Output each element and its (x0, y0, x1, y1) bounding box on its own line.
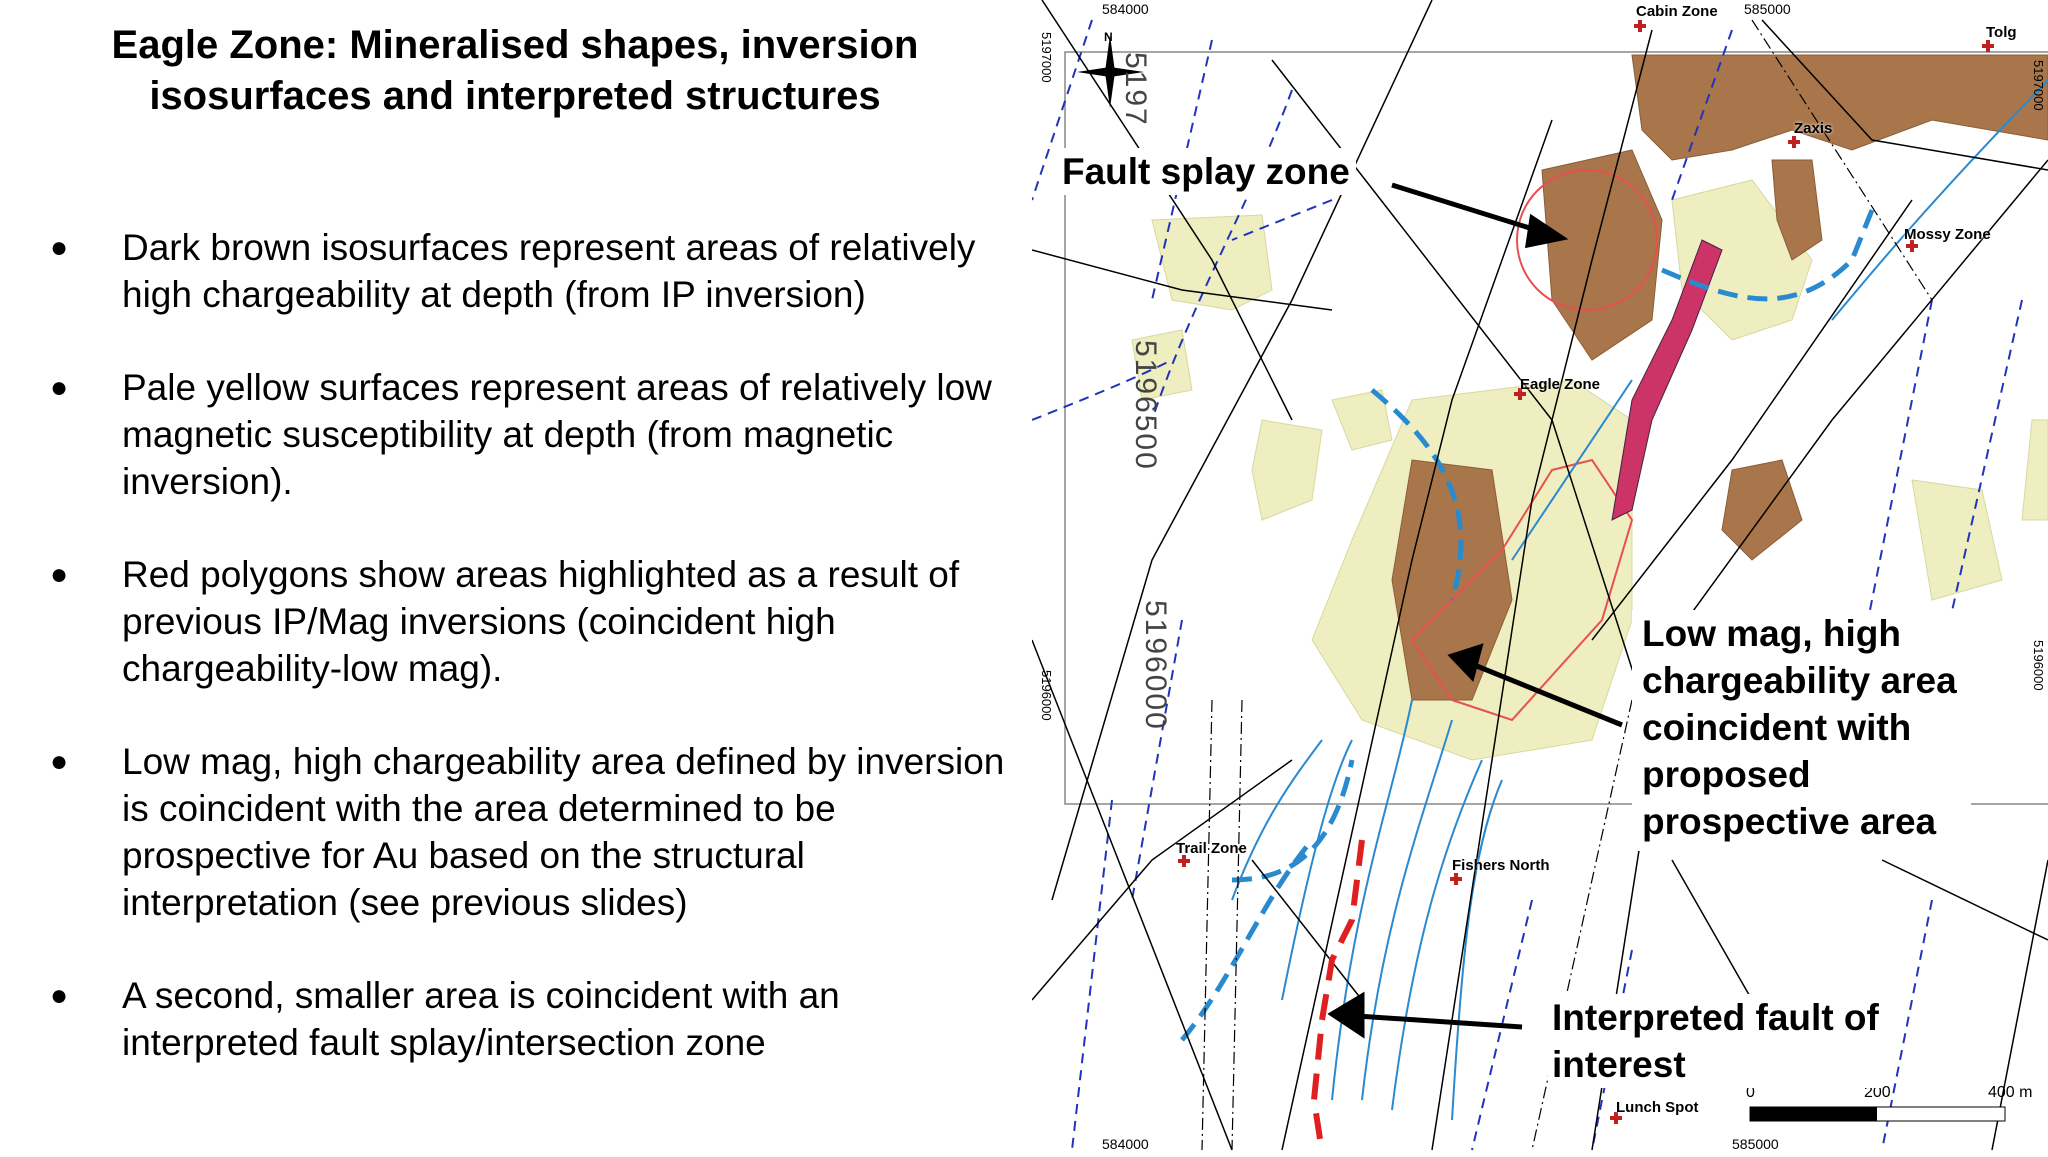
callout-line: proposed (1642, 754, 1811, 795)
bullet-item: ● A second, smaller area is coincident wi… (0, 972, 1020, 1066)
bullet-item: ● Low mag, high chargeability area define… (0, 738, 1020, 926)
geology-map: 584000 585000 584000 585000 5197000 5196… (1031, 0, 2048, 1153)
callout-arrows (1327, 182, 1623, 1039)
place-label: Mossy Zone (1904, 226, 1991, 243)
bullet-icon: ● (50, 371, 69, 404)
north-label: N (1104, 30, 1113, 44)
bullet-text: Dark brown isosurfaces represent areas o… (122, 227, 976, 315)
callout-line: Interpreted fault of (1552, 997, 1879, 1038)
place-marker-icons (1178, 20, 1994, 1124)
callout-line: coincident with (1642, 707, 1912, 748)
bullet-text: A second, smaller area is coincident wit… (122, 975, 840, 1063)
callout-line: prospective area (1642, 801, 1937, 842)
scale-label: 200 (1864, 1084, 1891, 1101)
scale-bar (1749, 1106, 2006, 1122)
place-label: Cabin Zone (1636, 3, 1718, 20)
easting-label: 585000 (1744, 1, 1791, 17)
place-label: Tolg (1986, 24, 2017, 41)
callout-fault-of-interest: Interpreted fault of interest (1548, 994, 1883, 1088)
bullet-icon: ● (50, 231, 69, 264)
northing-label: 5197000 (2031, 60, 2046, 111)
scale-label: 0 (1746, 1084, 1755, 1101)
red-polygon-north (1516, 169, 1658, 311)
place-label: Trail Zone (1176, 840, 1247, 857)
map-frame (1064, 51, 2048, 805)
bullet-item: ● Dark brown isosurfaces represent areas … (0, 224, 1020, 318)
northing-grid-text: 5196500 (1129, 340, 1162, 471)
place-label: Lunch Spot (1616, 1099, 1699, 1116)
callout-fault-splay: Fault splay zone (1056, 148, 1356, 195)
fault-lines (1031, 0, 2048, 1151)
bullet-item: ● Pale yellow surfaces represent areas of… (0, 364, 1020, 505)
easting-label: 585000 (1732, 1136, 1779, 1152)
north-arrow-icon (1077, 35, 1144, 108)
bullet-text: Pale yellow surfaces represent areas of … (122, 367, 992, 502)
blue-dashed-contours (1180, 209, 1875, 1042)
bullet-text: Red polygons show areas highlighted as a… (122, 554, 960, 689)
place-label: Eagle Zone (1520, 376, 1601, 393)
fold-axes (1201, 19, 1933, 1151)
bullet-icon: ● (50, 558, 69, 591)
northing-grid-text: 5197 (1119, 52, 1152, 127)
easting-label: 584000 (1102, 1136, 1149, 1152)
northing-label: 5196000 (2031, 640, 2046, 691)
callout-line: chargeability area (1642, 660, 1957, 701)
callout-line: interest (1552, 1044, 1686, 1085)
red-polygon-south (1410, 458, 1634, 722)
bullet-item: ● Red polygons show areas highlighted as … (0, 551, 1020, 692)
mineralised-shape (1611, 239, 1723, 521)
northing-label: 5196000 (1039, 670, 1054, 721)
bullet-list: ● Dark brown isosurfaces represent areas … (0, 224, 1020, 1112)
bullet-icon: ● (50, 979, 69, 1012)
place-label: Fishers North (1452, 857, 1550, 874)
interpreted-fault-of-interest (1310, 839, 1365, 1153)
slide-title: Eagle Zone: Mineralised shapes, inversio… (111, 23, 919, 118)
callout-line: Low mag, high (1642, 613, 1901, 654)
northing-grid-text: 5196000 (1139, 600, 1172, 731)
map-graphics (1031, 0, 2048, 1153)
bullet-text: Low mag, high chargeability area defined… (122, 741, 1005, 923)
bullet-icon: ● (50, 745, 69, 778)
easting-label: 584000 (1102, 1, 1149, 17)
northing-label: 5197000 (1039, 32, 1054, 83)
callout-low-mag: Low mag, high chargeability area coincid… (1632, 610, 1971, 851)
place-label: Zaxis (1794, 120, 1833, 137)
high-chargeability-isosurfaces (1391, 54, 2048, 701)
scale-label: 400 m (1988, 1084, 2033, 1101)
